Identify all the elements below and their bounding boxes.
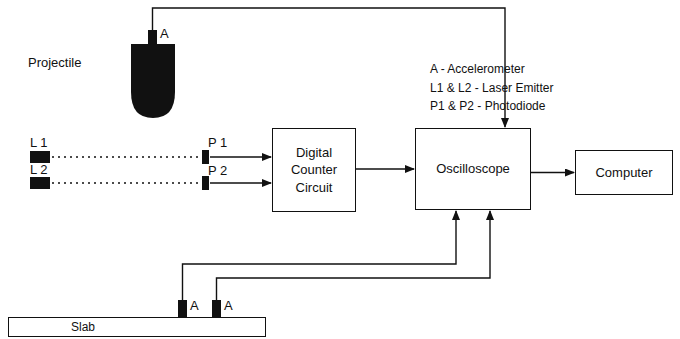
signal-wire xyxy=(217,211,491,300)
callout-letter: A xyxy=(190,299,199,313)
part-name: L 1 xyxy=(30,136,48,150)
laser-beam xyxy=(52,156,200,158)
accelerometer xyxy=(178,300,187,317)
node-label: Oscilloscope xyxy=(436,160,510,178)
projectile-body xyxy=(131,44,175,118)
signal-wire xyxy=(210,182,271,183)
legend-note: L1 & L2 - Laser Emitter xyxy=(430,82,553,95)
part-name: P 1 xyxy=(208,136,227,150)
node-label: Computer xyxy=(595,164,652,182)
part-name: Projectile xyxy=(28,56,81,70)
connector-arrow xyxy=(531,172,574,173)
part-name: L 2 xyxy=(30,163,48,177)
node-label: Slab xyxy=(71,320,95,334)
signal-wire xyxy=(183,211,457,300)
legend-note: P1 & P2 - Photodiode xyxy=(430,100,545,113)
callout-letter: A xyxy=(224,299,233,313)
node-label: Digital Counter Circuit xyxy=(277,144,351,197)
process-box: Oscilloscope xyxy=(415,128,531,210)
slab-box: Slab xyxy=(8,317,266,337)
signal-wire xyxy=(210,156,271,157)
legend-note: A - Accelerometer xyxy=(430,63,525,76)
photodiode xyxy=(202,176,209,190)
connector-arrow xyxy=(356,168,414,169)
laser-emitter xyxy=(30,177,50,189)
accelerometer xyxy=(212,300,221,317)
laser-beam xyxy=(52,182,200,184)
photodiode xyxy=(202,150,209,164)
laser-emitter xyxy=(30,151,50,163)
part-name: P 2 xyxy=(208,164,227,178)
accelerometer xyxy=(148,30,157,44)
process-box: Digital Counter Circuit xyxy=(272,128,356,212)
process-box: Computer xyxy=(575,150,673,195)
callout-letter: A xyxy=(160,27,169,41)
